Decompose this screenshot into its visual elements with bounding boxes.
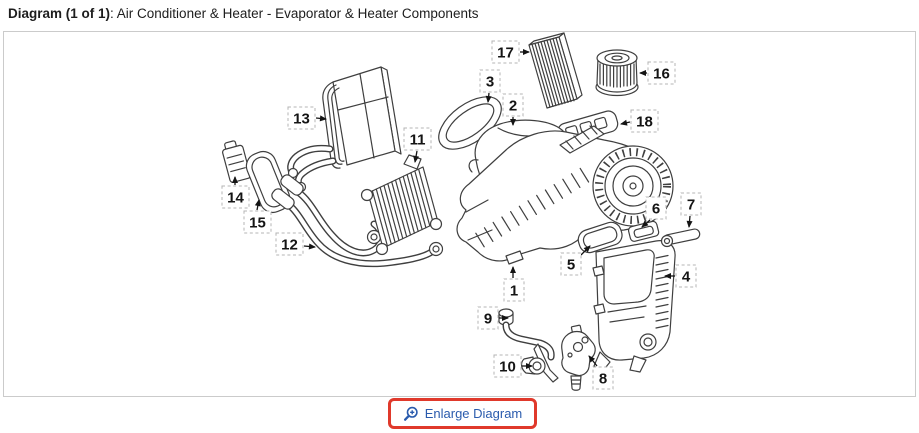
svg-text:3: 3 xyxy=(486,74,494,91)
parts-diagram: 1 2 3 4 5 xyxy=(221,32,702,391)
enlarge-diagram-highlight: Enlarge Diagram xyxy=(388,398,537,429)
part-frame-clip xyxy=(627,220,660,242)
svg-text:16: 16 xyxy=(653,66,670,83)
part-small-gasket xyxy=(577,221,623,254)
svg-text:2: 2 xyxy=(509,98,517,115)
diagram-title: : Air Conditioner & Heater - Evaporator … xyxy=(110,6,479,21)
svg-text:13: 13 xyxy=(293,111,310,128)
part-temp-sensor xyxy=(222,140,251,183)
page-title: Diagram (1 of 1): Air Conditioner & Heat… xyxy=(8,6,478,21)
diagram-count-label: Diagram (1 of 1) xyxy=(8,6,111,21)
svg-text:10: 10 xyxy=(499,359,516,376)
callout-8: 8 xyxy=(588,355,614,390)
callout-17: 17 xyxy=(491,40,530,64)
part-lower-housing xyxy=(592,240,676,373)
svg-text:17: 17 xyxy=(497,45,514,62)
part-cabin-filter xyxy=(528,32,583,109)
callout-11: 11 xyxy=(403,127,432,163)
callout-18: 18 xyxy=(620,109,659,133)
svg-text:1: 1 xyxy=(510,283,518,300)
svg-text:14: 14 xyxy=(227,190,244,207)
callout-16: 16 xyxy=(639,61,676,85)
callout-3: 3 xyxy=(479,69,501,103)
part-lever-link xyxy=(660,228,701,248)
part-valve-actuator xyxy=(561,324,596,391)
diagram-panel: 1 2 3 4 5 xyxy=(3,31,916,397)
svg-text:15: 15 xyxy=(249,215,266,232)
callout-1: 1 xyxy=(503,266,525,302)
callout-4: 4 xyxy=(664,264,697,288)
svg-text:11: 11 xyxy=(410,132,426,149)
callout-15: 15 xyxy=(243,199,272,234)
svg-text:5: 5 xyxy=(567,257,575,274)
callout-5: 5 xyxy=(560,245,591,276)
callout-13: 13 xyxy=(287,106,327,130)
svg-text:8: 8 xyxy=(599,371,607,388)
svg-text:6: 6 xyxy=(652,201,660,218)
callout-14: 14 xyxy=(221,176,250,209)
callout-7: 7 xyxy=(680,192,702,228)
svg-text:4: 4 xyxy=(682,269,691,286)
enlarge-diagram-label: Enlarge Diagram xyxy=(424,406,523,421)
callout-6: 6 xyxy=(641,196,667,228)
svg-text:9: 9 xyxy=(484,311,492,328)
enlarge-diagram-link[interactable]: Enlarge Diagram xyxy=(403,406,523,422)
svg-text:7: 7 xyxy=(687,197,695,214)
magnifier-plus-icon xyxy=(403,406,418,421)
part-blower-motor xyxy=(595,49,639,97)
part-heater-core xyxy=(360,154,443,256)
callout-10: 10 xyxy=(493,354,533,378)
part-drain-tube xyxy=(498,308,559,383)
callout-2: 2 xyxy=(502,93,524,126)
svg-text:18: 18 xyxy=(636,114,653,131)
callout-9: 9 xyxy=(477,306,509,330)
callout-12: 12 xyxy=(275,232,316,256)
svg-text:12: 12 xyxy=(281,237,298,254)
